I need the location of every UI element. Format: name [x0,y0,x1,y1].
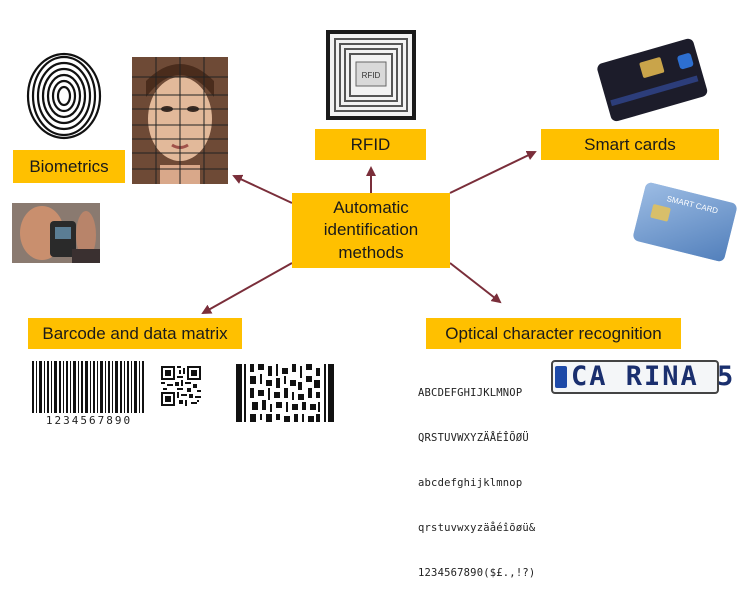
connector-arrows [201,150,537,314]
ocr-line-5: 1234567890($£.,!?) [418,567,536,579]
center-line-3: methods [338,242,404,262]
ocr-sample-text: ABCDEFGHIJKLMNOP QRSTUVWXYZÄÅÉÎÕØÜ abcde… [418,356,550,596]
barcode-icon [32,361,144,413]
qr-code-icon [161,366,201,406]
eu-band-icon [555,366,567,388]
arrow-to-smart-cards [449,150,537,194]
center-line-2: identification [323,220,419,240]
center-line-1: Automatic [333,198,409,218]
arrow-to-ocr [449,262,502,304]
license-plate: CA RINA 5 [551,360,736,394]
ocr-line-3: abcdefghijklmnop [418,477,523,489]
barcode-number: 1234567890 [45,414,133,427]
rfid-chip-text: RFID [362,71,381,80]
barcode-label: Barcode and data matrix [28,318,242,349]
smart-card-photo-2: SMART CARD [633,182,737,262]
biometrics-label: Biometrics [13,150,125,183]
rfid-tag-icon: RFID [326,30,416,120]
iris-scan-photo [12,203,100,263]
license-plate-text: CA RINA 5 [571,361,736,392]
fingerprint-icon [26,52,102,140]
ocr-label: Optical character recognition [426,318,681,349]
ocr-line-1: ABCDEFGHIJKLMNOP [418,387,523,399]
pdf417-code-icon [236,364,334,422]
face-photo [132,57,228,184]
smart-cards-label: Smart cards [541,129,719,160]
rfid-label: RFID [315,129,426,160]
smart-card-photo [597,38,708,122]
ocr-line-4: qrstuvwxyzäåéîõøü& [418,522,536,534]
center-node: Automatic identification methods [292,193,450,268]
arrow-to-biometrics [232,174,293,204]
arrow-to-barcode [201,262,293,314]
ocr-line-2: QRSTUVWXYZÄÅÉÎÕØÜ [418,432,529,444]
